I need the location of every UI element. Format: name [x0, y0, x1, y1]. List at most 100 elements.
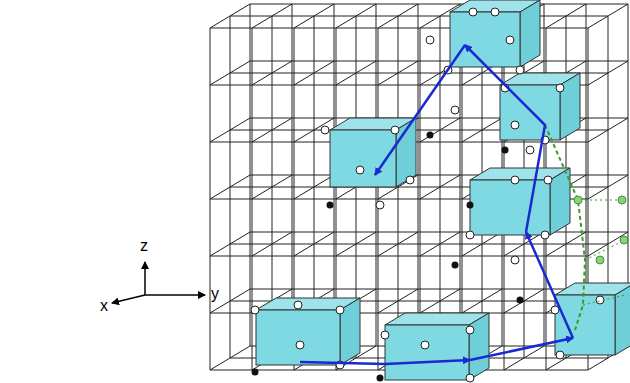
lattice-point — [421, 341, 429, 349]
grid-line — [378, 232, 418, 256]
grid-line — [294, 232, 334, 256]
axes — [112, 262, 205, 303]
lattice-point — [551, 306, 559, 314]
grid-line — [294, 118, 334, 142]
lattice-point — [376, 201, 384, 209]
grid-line — [252, 175, 292, 199]
lattice-point — [502, 147, 509, 154]
lattice-point — [511, 256, 519, 264]
lattice-point — [406, 176, 414, 184]
grid-line — [336, 61, 376, 85]
lattice-point — [377, 375, 384, 382]
lattice-point — [517, 297, 524, 304]
cell-side — [550, 168, 570, 235]
lattice-point — [426, 36, 434, 44]
lattice-point — [526, 146, 534, 154]
blue-path — [300, 45, 573, 364]
lattice-point — [511, 176, 519, 184]
lattice-point — [541, 231, 549, 239]
grid-line — [230, 16, 608, 17]
grid-line — [336, 4, 376, 28]
grid-line — [378, 4, 418, 28]
lattice-point — [451, 106, 459, 114]
grid-line — [420, 232, 460, 256]
lattice-points — [251, 8, 604, 382]
grid-line — [210, 346, 250, 370]
grid-line — [462, 118, 502, 142]
cell-front — [385, 325, 469, 380]
axis-label: z — [140, 238, 148, 254]
cell-side — [520, 0, 540, 67]
grid-line — [210, 232, 250, 256]
grid-line — [588, 61, 628, 85]
axis-label: x — [100, 298, 108, 314]
grid-line — [250, 232, 628, 233]
grid-line — [420, 175, 460, 199]
cell-front — [256, 310, 340, 365]
grid-line — [588, 232, 628, 256]
grid-line — [294, 175, 334, 199]
grid-line — [252, 232, 292, 256]
grid-line — [336, 232, 376, 256]
grid-line — [210, 61, 250, 85]
lattice-point — [252, 369, 259, 376]
grid-line — [420, 118, 460, 142]
lattice-point — [321, 126, 329, 134]
lattice-point — [466, 231, 474, 239]
lattice-point — [294, 301, 302, 309]
lattice-point — [427, 132, 434, 139]
grid-line — [210, 4, 250, 28]
grid-line — [504, 232, 544, 256]
grid-line — [462, 232, 502, 256]
cell-front — [450, 12, 520, 67]
grid-line — [588, 4, 628, 28]
cell-front — [470, 180, 550, 235]
grid-line — [294, 4, 334, 28]
grid-line — [252, 61, 292, 85]
green-path — [545, 125, 628, 330]
lattice-point — [327, 202, 334, 209]
axis-label: y — [211, 286, 219, 302]
lattice-point — [544, 176, 552, 184]
lattice-point — [511, 121, 519, 129]
cyan-cells — [256, 0, 630, 380]
lattice-point — [466, 326, 474, 334]
grid-line — [588, 118, 628, 142]
grid-line — [294, 61, 334, 85]
lattice-point — [466, 374, 474, 382]
grid-line — [378, 61, 418, 85]
grid-line — [230, 244, 608, 245]
lattice-point — [506, 36, 514, 44]
grid-line — [546, 4, 586, 28]
grid-line — [546, 232, 586, 256]
lattice-point — [516, 66, 524, 74]
cell-side — [615, 283, 630, 355]
grid-line — [378, 289, 418, 313]
grid-line — [462, 289, 502, 313]
grid-line — [210, 118, 250, 142]
cell-front — [555, 295, 615, 355]
lattice-point — [556, 84, 564, 92]
grid-lines — [210, 4, 628, 370]
lattice-point — [356, 166, 364, 174]
cell-front — [500, 85, 560, 140]
grid-line — [504, 289, 544, 313]
lattice-point — [381, 331, 389, 339]
grid-line — [588, 175, 628, 199]
grid-line — [250, 61, 628, 62]
grid-line — [210, 256, 588, 257]
grid-line — [250, 175, 628, 176]
lattice-point — [491, 8, 499, 16]
lattice-point — [251, 306, 259, 314]
grid-line — [252, 4, 292, 28]
grid-line — [210, 175, 250, 199]
grid-line — [420, 289, 460, 313]
lattice-point — [469, 8, 477, 16]
grid-line — [250, 4, 628, 5]
lattice-point — [391, 126, 399, 134]
cell-side — [560, 73, 580, 140]
lattice-point — [467, 202, 474, 209]
lattice-point — [556, 351, 564, 359]
lattice-point — [336, 306, 344, 314]
